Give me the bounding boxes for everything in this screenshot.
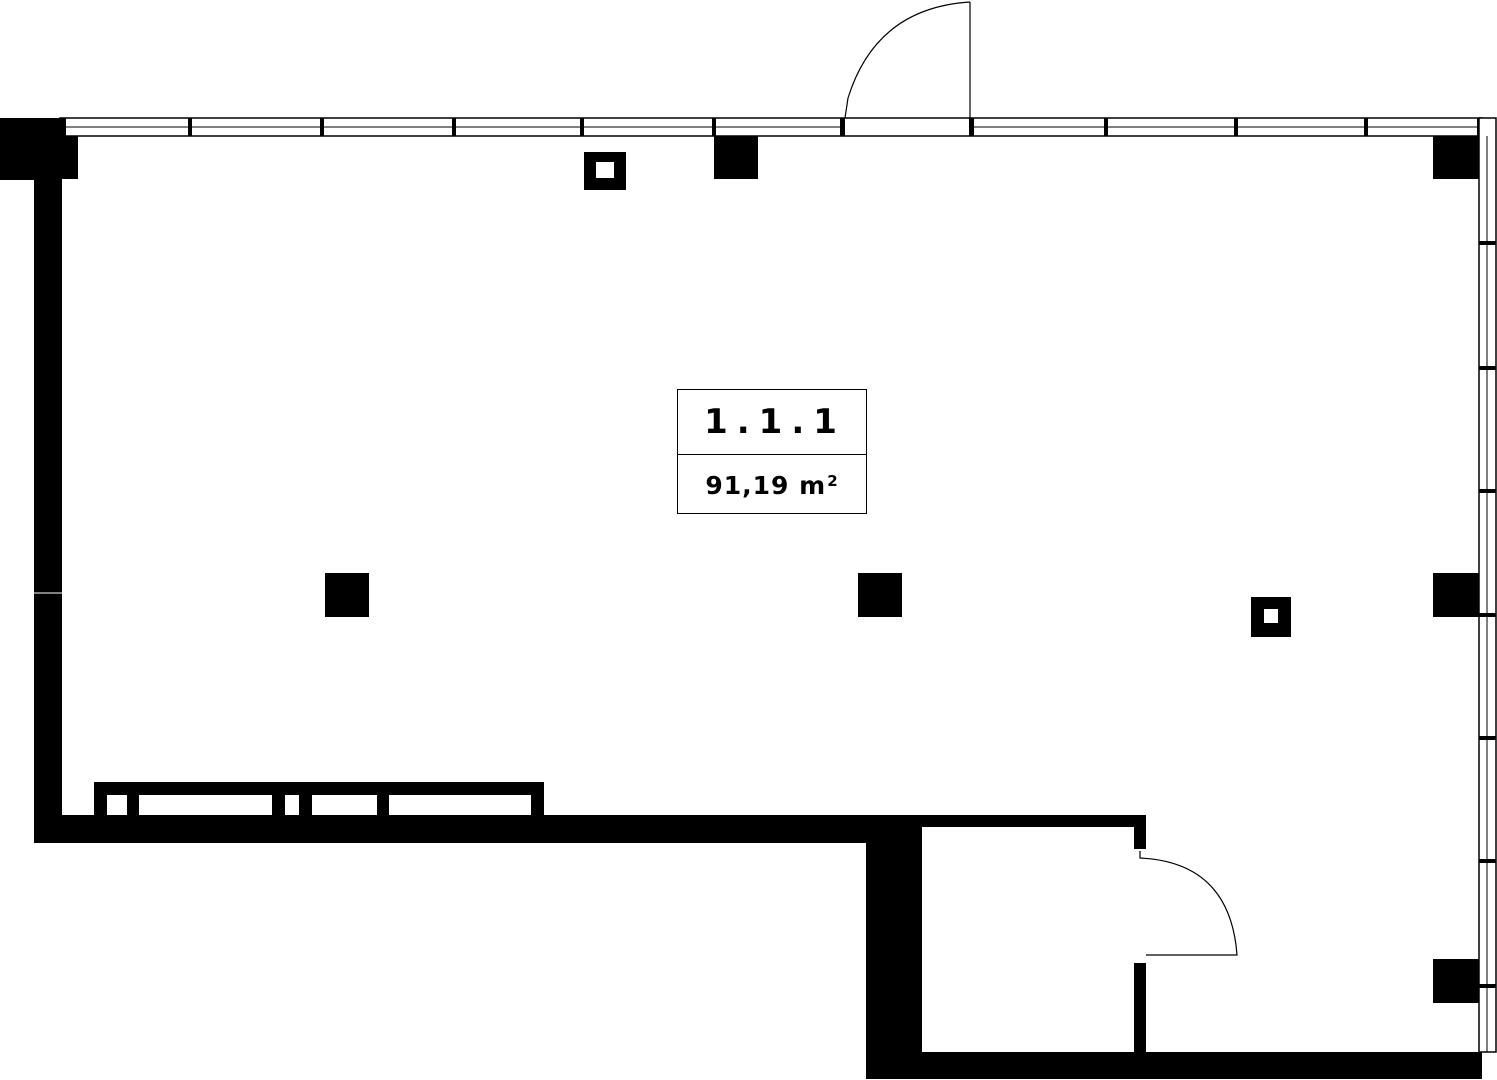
walls [0, 118, 1482, 1079]
column [714, 136, 758, 179]
bathroom-top-wall [866, 815, 1146, 827]
bathroom-door [1139, 851, 1238, 956]
column [858, 573, 902, 617]
left-wall [34, 118, 62, 843]
columns [61, 136, 1479, 1003]
bathroom-left-wall [866, 815, 922, 1079]
bathroom-bottom-wall [866, 1052, 1482, 1079]
column [1433, 959, 1479, 1003]
column [1433, 573, 1479, 617]
label-divider [678, 454, 866, 455]
bottom-wall [34, 815, 898, 843]
column [1433, 136, 1479, 179]
radiator-openings [107, 795, 531, 815]
right-window-wall [1478, 117, 1497, 1053]
entrance-door [844, 1, 971, 119]
area-value: 91,19 m [705, 470, 827, 500]
bathroom-door-jamb-bottom [1134, 963, 1146, 1053]
column [325, 573, 369, 617]
unit-number: 1.1.1 [704, 402, 846, 442]
top-window-wall [59, 117, 1483, 137]
bathroom-door-jamb-top [1134, 815, 1146, 849]
column-corner [61, 136, 78, 179]
area-unit-superscript: 2 [827, 472, 839, 490]
